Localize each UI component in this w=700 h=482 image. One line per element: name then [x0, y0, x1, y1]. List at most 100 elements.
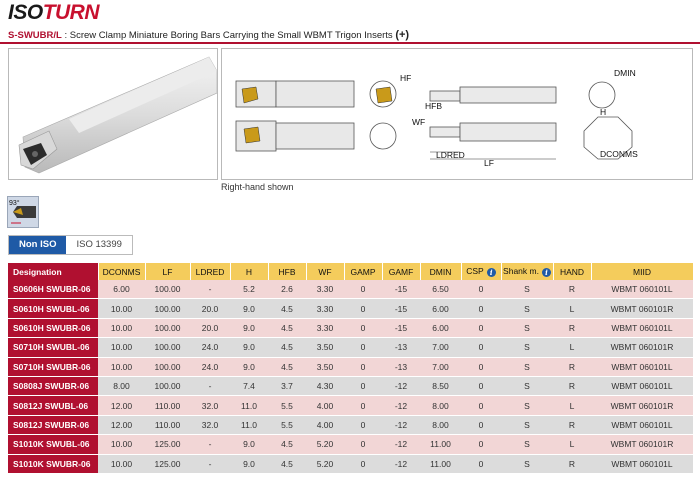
table-cell: 0	[461, 337, 501, 358]
table-cell: 110.00	[145, 395, 190, 416]
column-header[interactable]: DCONMS	[98, 263, 146, 280]
table-cell: 10.00	[98, 318, 145, 339]
table-cell: 10.00	[98, 298, 145, 319]
table-cell: 0	[461, 280, 501, 300]
table-cell: 4.5	[268, 434, 306, 455]
column-header[interactable]: Designation	[8, 263, 99, 280]
label-dconms: DCONMS	[600, 149, 638, 159]
designation-cell[interactable]: S1010K SWUBL-06	[8, 434, 98, 455]
table-cell: 6.00	[420, 298, 461, 319]
column-header-label: HAND	[559, 266, 585, 277]
table-cell: 110.00	[145, 415, 190, 436]
designation-cell[interactable]: S0710H SWUBL-06	[8, 337, 98, 358]
angle-text: 93°	[9, 199, 20, 207]
table-cell: 0	[461, 298, 501, 319]
table-cell: 24.0	[190, 357, 230, 377]
info-icon[interactable]: i	[541, 267, 551, 277]
table-cell: S	[501, 298, 553, 319]
label-dmin: DMIN	[614, 68, 636, 78]
table-cell: WBMT 060101R	[591, 434, 693, 455]
approach-angle-icon: 93°	[9, 199, 36, 224]
table-cell: 0	[344, 415, 382, 436]
table-cell: 10.00	[98, 454, 145, 474]
designation-cell[interactable]: S0812J SWUBL-06	[8, 395, 98, 416]
table-cell: 8.50	[420, 376, 461, 397]
column-header[interactable]: HAND	[553, 263, 592, 280]
table-cell: 10.00	[98, 434, 145, 455]
designation-cell[interactable]: S0610H SWUBL-06	[8, 298, 98, 319]
table-cell: 7.00	[420, 337, 461, 358]
drawing-caption: Right-hand shown	[221, 182, 294, 192]
table-cell: 9.0	[230, 337, 268, 358]
brand-turn: TURN	[42, 1, 100, 24]
table-cell: 0	[344, 454, 382, 474]
table-cell: -12	[382, 454, 420, 474]
table-cell: 4.5	[268, 454, 306, 474]
tab-non-iso[interactable]: Non ISO	[9, 236, 67, 254]
header-divider	[0, 42, 700, 44]
designation-cell[interactable]: S0812J SWUBR-06	[8, 415, 98, 436]
column-header-label: Designation	[13, 266, 62, 277]
column-header[interactable]: LDRED	[190, 263, 231, 280]
table-cell: -12	[382, 434, 420, 455]
table-cell: L	[553, 337, 591, 358]
column-header[interactable]: Shank m.i	[501, 263, 554, 280]
table-cell: 0	[461, 415, 501, 436]
table-cell: 0	[344, 298, 382, 319]
table-cell: 0	[461, 434, 501, 455]
table-cell: 6.00	[420, 318, 461, 339]
table-cell: S	[501, 454, 553, 474]
tab-iso-13399[interactable]: ISO 13399	[66, 236, 132, 254]
table-cell: 125.00	[145, 454, 190, 474]
designation-cell[interactable]: S0610H SWUBR-06	[8, 318, 98, 339]
column-header-label: GAMF	[388, 266, 414, 277]
table-cell: WBMT 060101L	[591, 415, 693, 436]
table-cell: 0	[344, 337, 382, 358]
table-cell: 4.5	[268, 298, 306, 319]
table-cell: 11.0	[230, 395, 268, 416]
label-hfb: HFB	[425, 101, 442, 111]
column-header[interactable]: H	[230, 263, 269, 280]
designation-cell[interactable]: S0710H SWUBR-06	[8, 357, 98, 377]
info-icon[interactable]: i	[486, 267, 496, 277]
table-cell: S	[501, 357, 553, 377]
designation-cell[interactable]: S0606H SWUBR-06	[8, 280, 98, 300]
column-header[interactable]: WF	[306, 263, 345, 280]
table-cell: -13	[382, 357, 420, 377]
table-cell: S	[501, 280, 553, 300]
table-cell: 0	[461, 318, 501, 339]
column-header[interactable]: GAMP	[344, 263, 383, 280]
table-cell: 2.6	[268, 280, 306, 300]
column-header[interactable]: LF	[145, 263, 191, 280]
table-cell: WBMT 060101R	[591, 337, 693, 358]
table-cell: 3.50	[306, 357, 344, 377]
column-header-label: Shank m.	[503, 266, 539, 277]
column-header[interactable]: DMIN	[420, 263, 462, 280]
designation-cell[interactable]: S1010K SWUBR-06	[8, 454, 98, 474]
designation-cell[interactable]: S0808J SWUBR-06	[8, 376, 98, 397]
page-subtitle: S-SWUBR/L : Screw Clamp Miniature Boring…	[8, 29, 409, 41]
column-header[interactable]: GAMF	[382, 263, 421, 280]
table-cell: 100.00	[145, 357, 190, 377]
table-cell: WBMT 060101L	[591, 280, 693, 300]
table-cell: 20.0	[190, 318, 230, 339]
table-cell: 0	[344, 280, 382, 300]
table-cell: 5.2	[230, 280, 268, 300]
table-cell: 9.0	[230, 434, 268, 455]
column-header[interactable]: MIID	[591, 263, 694, 280]
table-cell: S	[501, 376, 553, 397]
column-header[interactable]: HFB	[268, 263, 307, 280]
table-cell: S	[501, 415, 553, 436]
